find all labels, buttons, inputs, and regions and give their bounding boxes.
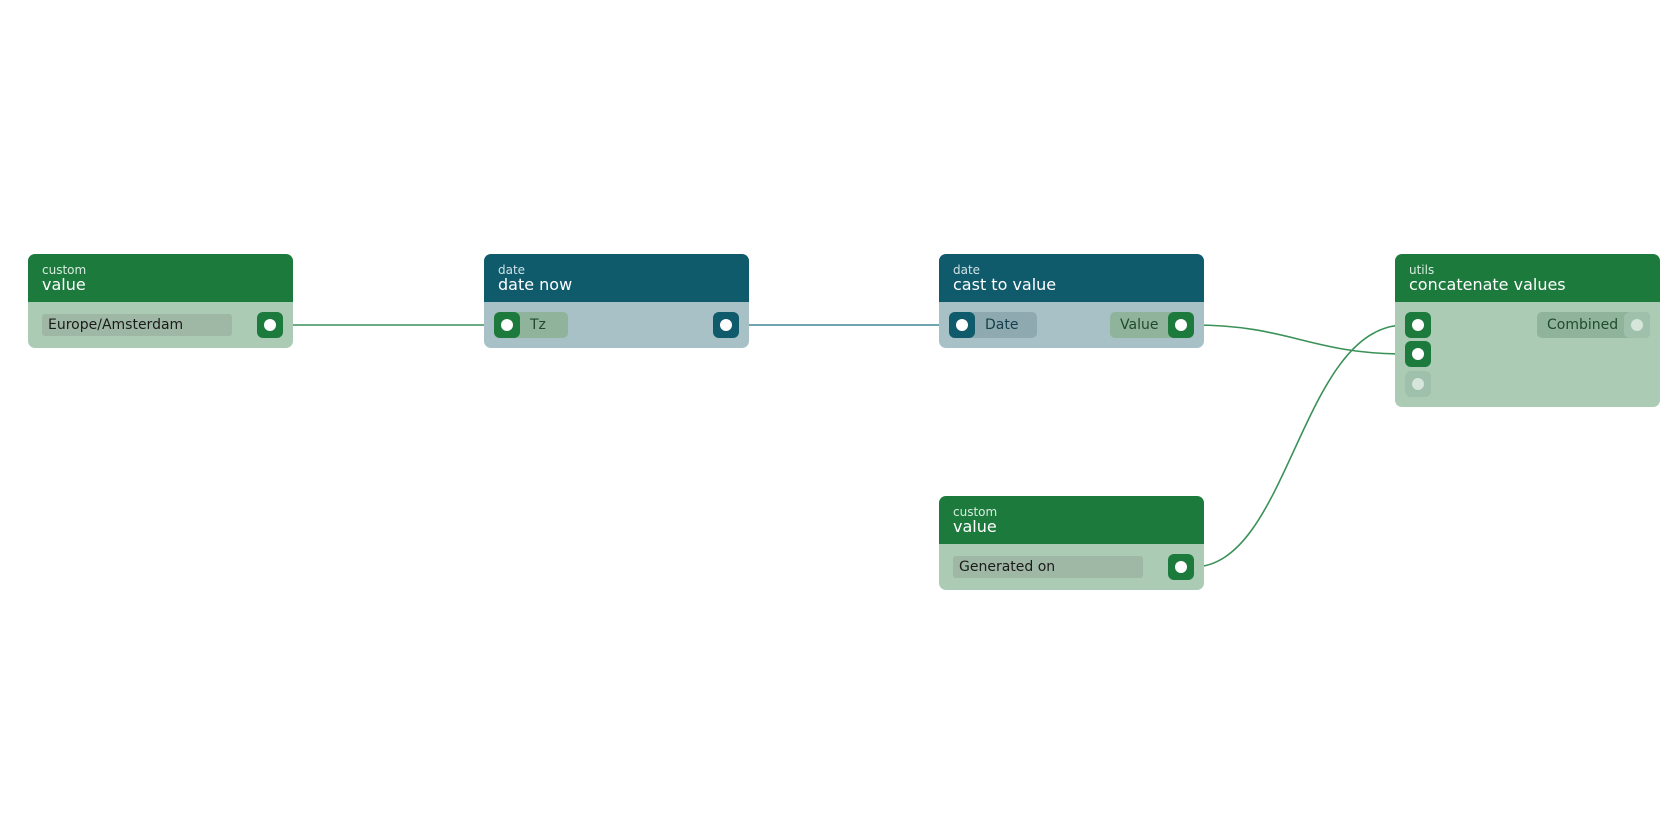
node-category: date [953,263,981,277]
node-title: value [42,275,86,294]
node-header[interactable]: utils concatenate values [1395,254,1660,302]
node-header[interactable]: date date now [484,254,749,302]
node-header[interactable]: custom value [939,496,1204,544]
circle-port-icon [1175,561,1187,573]
output-port[interactable] [1168,312,1194,338]
node-body: Europe/Amsterdam [28,302,293,348]
value-field[interactable]: Generated on [953,556,1143,578]
input-port-1[interactable] [1405,341,1431,367]
circle-port-icon [720,319,732,331]
output-port[interactable] [1168,554,1194,580]
node-concatenate-values[interactable]: utils concatenate values Combined [1395,254,1660,407]
circle-port-icon [264,319,276,331]
input-label: Tz [530,317,546,333]
value-field[interactable]: Europe/Amsterdam [42,314,232,336]
output-label: Combined [1547,317,1619,333]
node-category: custom [42,263,87,277]
node-body: Generated on [939,544,1204,590]
output-port[interactable] [257,312,283,338]
node-cast-to-value[interactable]: date cast to value Date Value [939,254,1204,348]
node-category: date [498,263,526,277]
node-body: Combined [1395,302,1660,407]
input-port[interactable] [949,312,975,338]
node-category: utils [1409,263,1435,277]
circle-port-icon [501,319,513,331]
wire-text-value-to-concat-0 [1192,324,1406,568]
output-label: Value [1120,317,1159,333]
node-title: concatenate values [1409,275,1566,294]
circle-port-icon [1412,348,1424,360]
circle-port-icon [956,319,968,331]
node-header[interactable]: custom value [28,254,293,302]
circle-port-icon [1631,319,1643,331]
node-title: date now [498,275,573,294]
node-body: Date Value [939,302,1204,348]
circle-port-icon [1175,319,1187,331]
output-port[interactable] [713,312,739,338]
output-port[interactable] [1624,312,1650,338]
input-label: Date [985,317,1019,333]
circle-port-icon [1412,378,1424,390]
input-port-empty[interactable] [1405,371,1431,397]
node-date-now[interactable]: date date now Tz [484,254,749,348]
input-port-0[interactable] [1405,312,1431,338]
node-custom-value-timezone[interactable]: custom value Europe/Amsterdam [28,254,293,348]
node-title: cast to value [953,275,1057,294]
circle-port-icon [1412,319,1424,331]
node-custom-value-text[interactable]: custom value Generated on [939,496,1204,590]
node-title: value [953,517,997,536]
node-header[interactable]: date cast to value [939,254,1204,302]
wire-cast-value-to-concat-1 [1192,324,1406,355]
node-body: Tz [484,302,749,348]
node-category: custom [953,505,998,519]
input-port[interactable] [494,312,520,338]
